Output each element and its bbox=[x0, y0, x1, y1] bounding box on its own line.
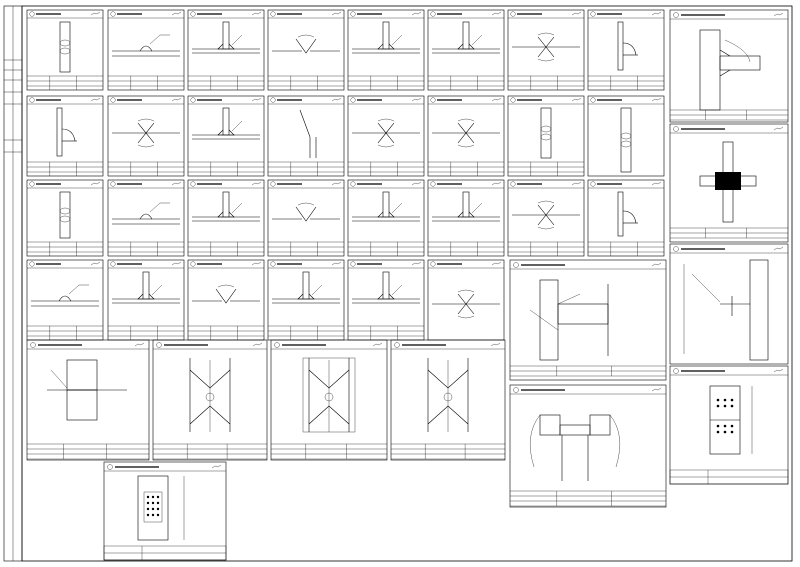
weld-detail-3 bbox=[187, 9, 265, 91]
weld-detail-16 bbox=[587, 95, 665, 177]
weld-detail-9 bbox=[26, 95, 104, 177]
detail-splice-plate bbox=[669, 365, 789, 485]
weld-detail-1 bbox=[26, 9, 104, 91]
weld-detail-1 bbox=[26, 179, 104, 257]
detail-beam-web-2 bbox=[152, 339, 268, 461]
weld-detail-18 bbox=[107, 259, 185, 341]
detail-column-bracket bbox=[669, 9, 789, 123]
detail-pipe-joint bbox=[509, 384, 667, 508]
weld-detail-21 bbox=[347, 259, 425, 341]
weld-detail-5 bbox=[347, 9, 425, 91]
left-title-strip bbox=[3, 5, 23, 562]
weld-detail-12 bbox=[267, 95, 345, 177]
detail-splice-plate-bottom bbox=[103, 461, 227, 561]
weld-detail-8 bbox=[587, 9, 665, 91]
weld-detail-6 bbox=[427, 9, 505, 91]
weld-detail-7 bbox=[507, 179, 585, 257]
weld-detail-7 bbox=[507, 9, 585, 91]
weld-detail-3 bbox=[187, 179, 265, 257]
weld-detail-4 bbox=[267, 9, 345, 91]
detail-beam-web-3 bbox=[270, 339, 388, 461]
detail-cross-section bbox=[669, 123, 789, 243]
weld-detail-2 bbox=[107, 9, 185, 91]
weld-detail-10 bbox=[107, 95, 185, 177]
weld-detail-15 bbox=[507, 95, 585, 177]
detail-beam-web-4 bbox=[390, 339, 506, 461]
detail-beam-web-1 bbox=[26, 339, 150, 461]
weld-detail-4 bbox=[267, 179, 345, 257]
weld-detail-6 bbox=[427, 179, 505, 257]
weld-detail-8 bbox=[587, 179, 665, 257]
detail-beam-column bbox=[669, 243, 789, 365]
weld-detail-5 bbox=[347, 179, 425, 257]
weld-detail-20 bbox=[267, 259, 345, 341]
weld-detail-13 bbox=[347, 95, 425, 177]
detail-bracket bbox=[509, 259, 667, 381]
weld-detail-14 bbox=[427, 95, 505, 177]
weld-detail-2 bbox=[107, 179, 185, 257]
weld-detail-11 bbox=[187, 95, 265, 177]
